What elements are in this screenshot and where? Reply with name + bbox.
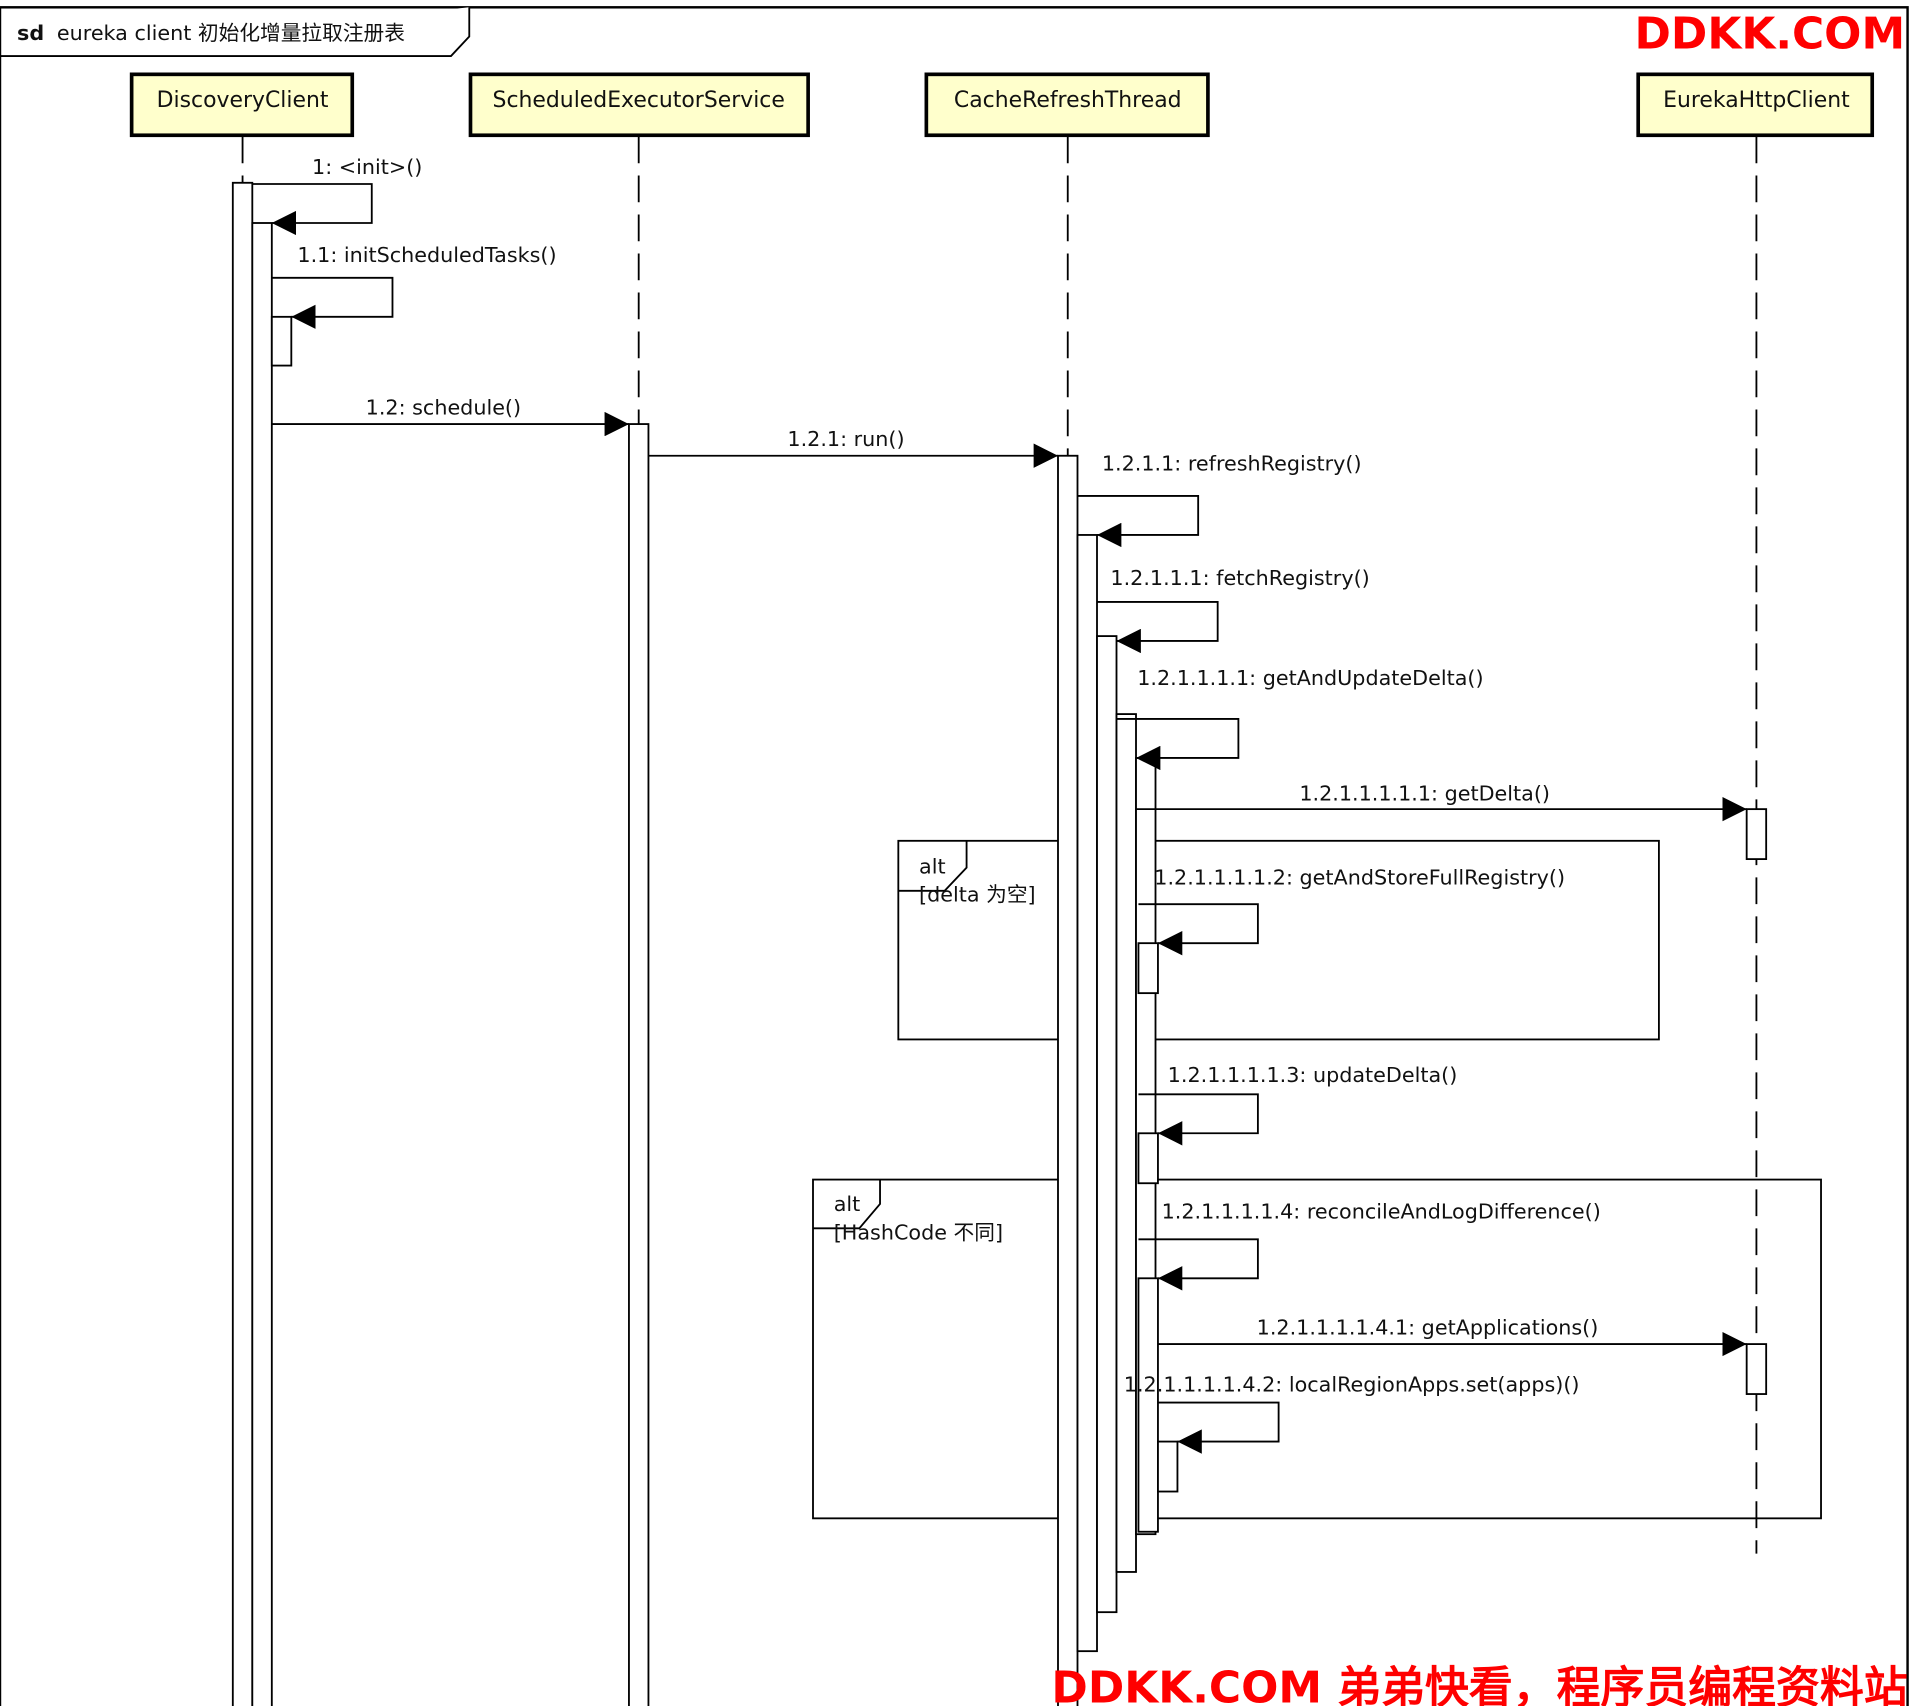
fragment-guard: [delta 为空] — [919, 883, 1036, 907]
message-label: 1.2.1.1.1: fetchRegistry() — [1110, 566, 1369, 590]
message-label: 1.2.1.1.1.1.3: updateDelta() — [1168, 1063, 1458, 1087]
message-arrow[interactable] — [1157, 1401, 1280, 1454]
watermark-bottom: DDKK.COM 弟弟快看，程序员编程资料站 — [1051, 1662, 1907, 1706]
message-label: 1.2.1: run() — [787, 427, 904, 451]
message-arrow[interactable] — [1077, 495, 1200, 548]
messages — [252, 183, 1747, 1454]
message-label: 1.2.1.1: refreshRegistry() — [1102, 451, 1362, 475]
message-label: 1.2.1.1.1.1.2: getAndStoreFullRegistry() — [1154, 866, 1565, 890]
diagram-frame: sd eureka client 初始化增量拉取注册表 — [0, 6, 1909, 1706]
activation-bar — [1057, 454, 1079, 1706]
activation-bar — [1745, 1343, 1768, 1395]
activation-bar — [628, 423, 650, 1706]
message-arrow[interactable] — [252, 183, 373, 236]
lifelines — [241, 136, 1758, 1554]
participant-scheduled-executor-service[interactable]: ScheduledExecutorService — [468, 72, 810, 138]
message-labels: 1: <init>() 1.1: initScheduledTasks() 1.… — [297, 155, 1600, 1396]
fragment-operator: alt — [834, 1192, 861, 1216]
activation-bar — [231, 181, 254, 1706]
message-arrow[interactable] — [271, 276, 394, 330]
frame-title: sd eureka client 初始化增量拉取注册表 — [17, 21, 405, 45]
participant-label: ScheduledExecutorService — [493, 88, 785, 113]
fragment-operator: alt — [919, 855, 946, 879]
participant-discovery-client[interactable]: DiscoveryClient — [129, 72, 355, 138]
activation-bar — [1096, 635, 1118, 1614]
frame-title-text: eureka client 初始化增量拉取注册表 — [57, 21, 405, 45]
activations — [231, 181, 1768, 1706]
message-arrow[interactable] — [1097, 601, 1219, 654]
activation-bar — [1137, 942, 1159, 995]
activation-bar — [1115, 713, 1137, 1573]
participant-label: DiscoveryClient — [157, 88, 329, 113]
message-label: 1.2.1.1.1.1.4.2: localRegionApps.set(app… — [1124, 1373, 1580, 1397]
activation-bar — [270, 315, 293, 367]
message-label: 1.2.1.1.1.1.4.1: getApplications() — [1257, 1315, 1599, 1339]
activation-bar — [251, 222, 273, 1706]
message-arrow[interactable] — [1116, 718, 1240, 771]
message-label: 1.2.1.1.1.1.4: reconcileAndLogDifference… — [1162, 1200, 1601, 1224]
alt-fragment-hashcode-differs: alt [HashCode 不同] — [812, 1178, 1822, 1520]
message-label: 1.2: schedule() — [366, 395, 521, 419]
message-arrow[interactable] — [1138, 903, 1259, 956]
participant-eureka-http-client[interactable]: EurekaHttpClient — [1636, 72, 1875, 138]
message-arrow[interactable] — [1138, 1238, 1259, 1291]
frame-keyword: sd — [17, 21, 44, 45]
message-arrow[interactable] — [1138, 1093, 1259, 1146]
alt-fragment-delta-empty: alt [delta 为空] — [897, 839, 1660, 1041]
activation-bar — [1137, 1132, 1159, 1185]
activation-bar — [1076, 534, 1098, 1653]
message-label: 1.2.1.1.1.1: getAndUpdateDelta() — [1137, 666, 1483, 690]
watermark-top: DDKK.COM — [1635, 9, 1906, 60]
message-label: 1.2.1.1.1.1.1: getDelta() — [1299, 782, 1550, 806]
message-label: 1: <init>() — [312, 155, 422, 179]
activation-bar — [1745, 808, 1768, 861]
fragment-guard: [HashCode 不同] — [834, 1220, 1003, 1244]
message-label: 1.1: initScheduledTasks() — [297, 243, 556, 267]
activation-bar — [1157, 1440, 1179, 1493]
participant-label: EurekaHttpClient — [1663, 88, 1850, 113]
participant-label: CacheRefreshThread — [954, 88, 1182, 113]
activation-bar — [1137, 1277, 1159, 1533]
participant-cache-refresh-thread[interactable]: CacheRefreshThread — [924, 72, 1210, 138]
